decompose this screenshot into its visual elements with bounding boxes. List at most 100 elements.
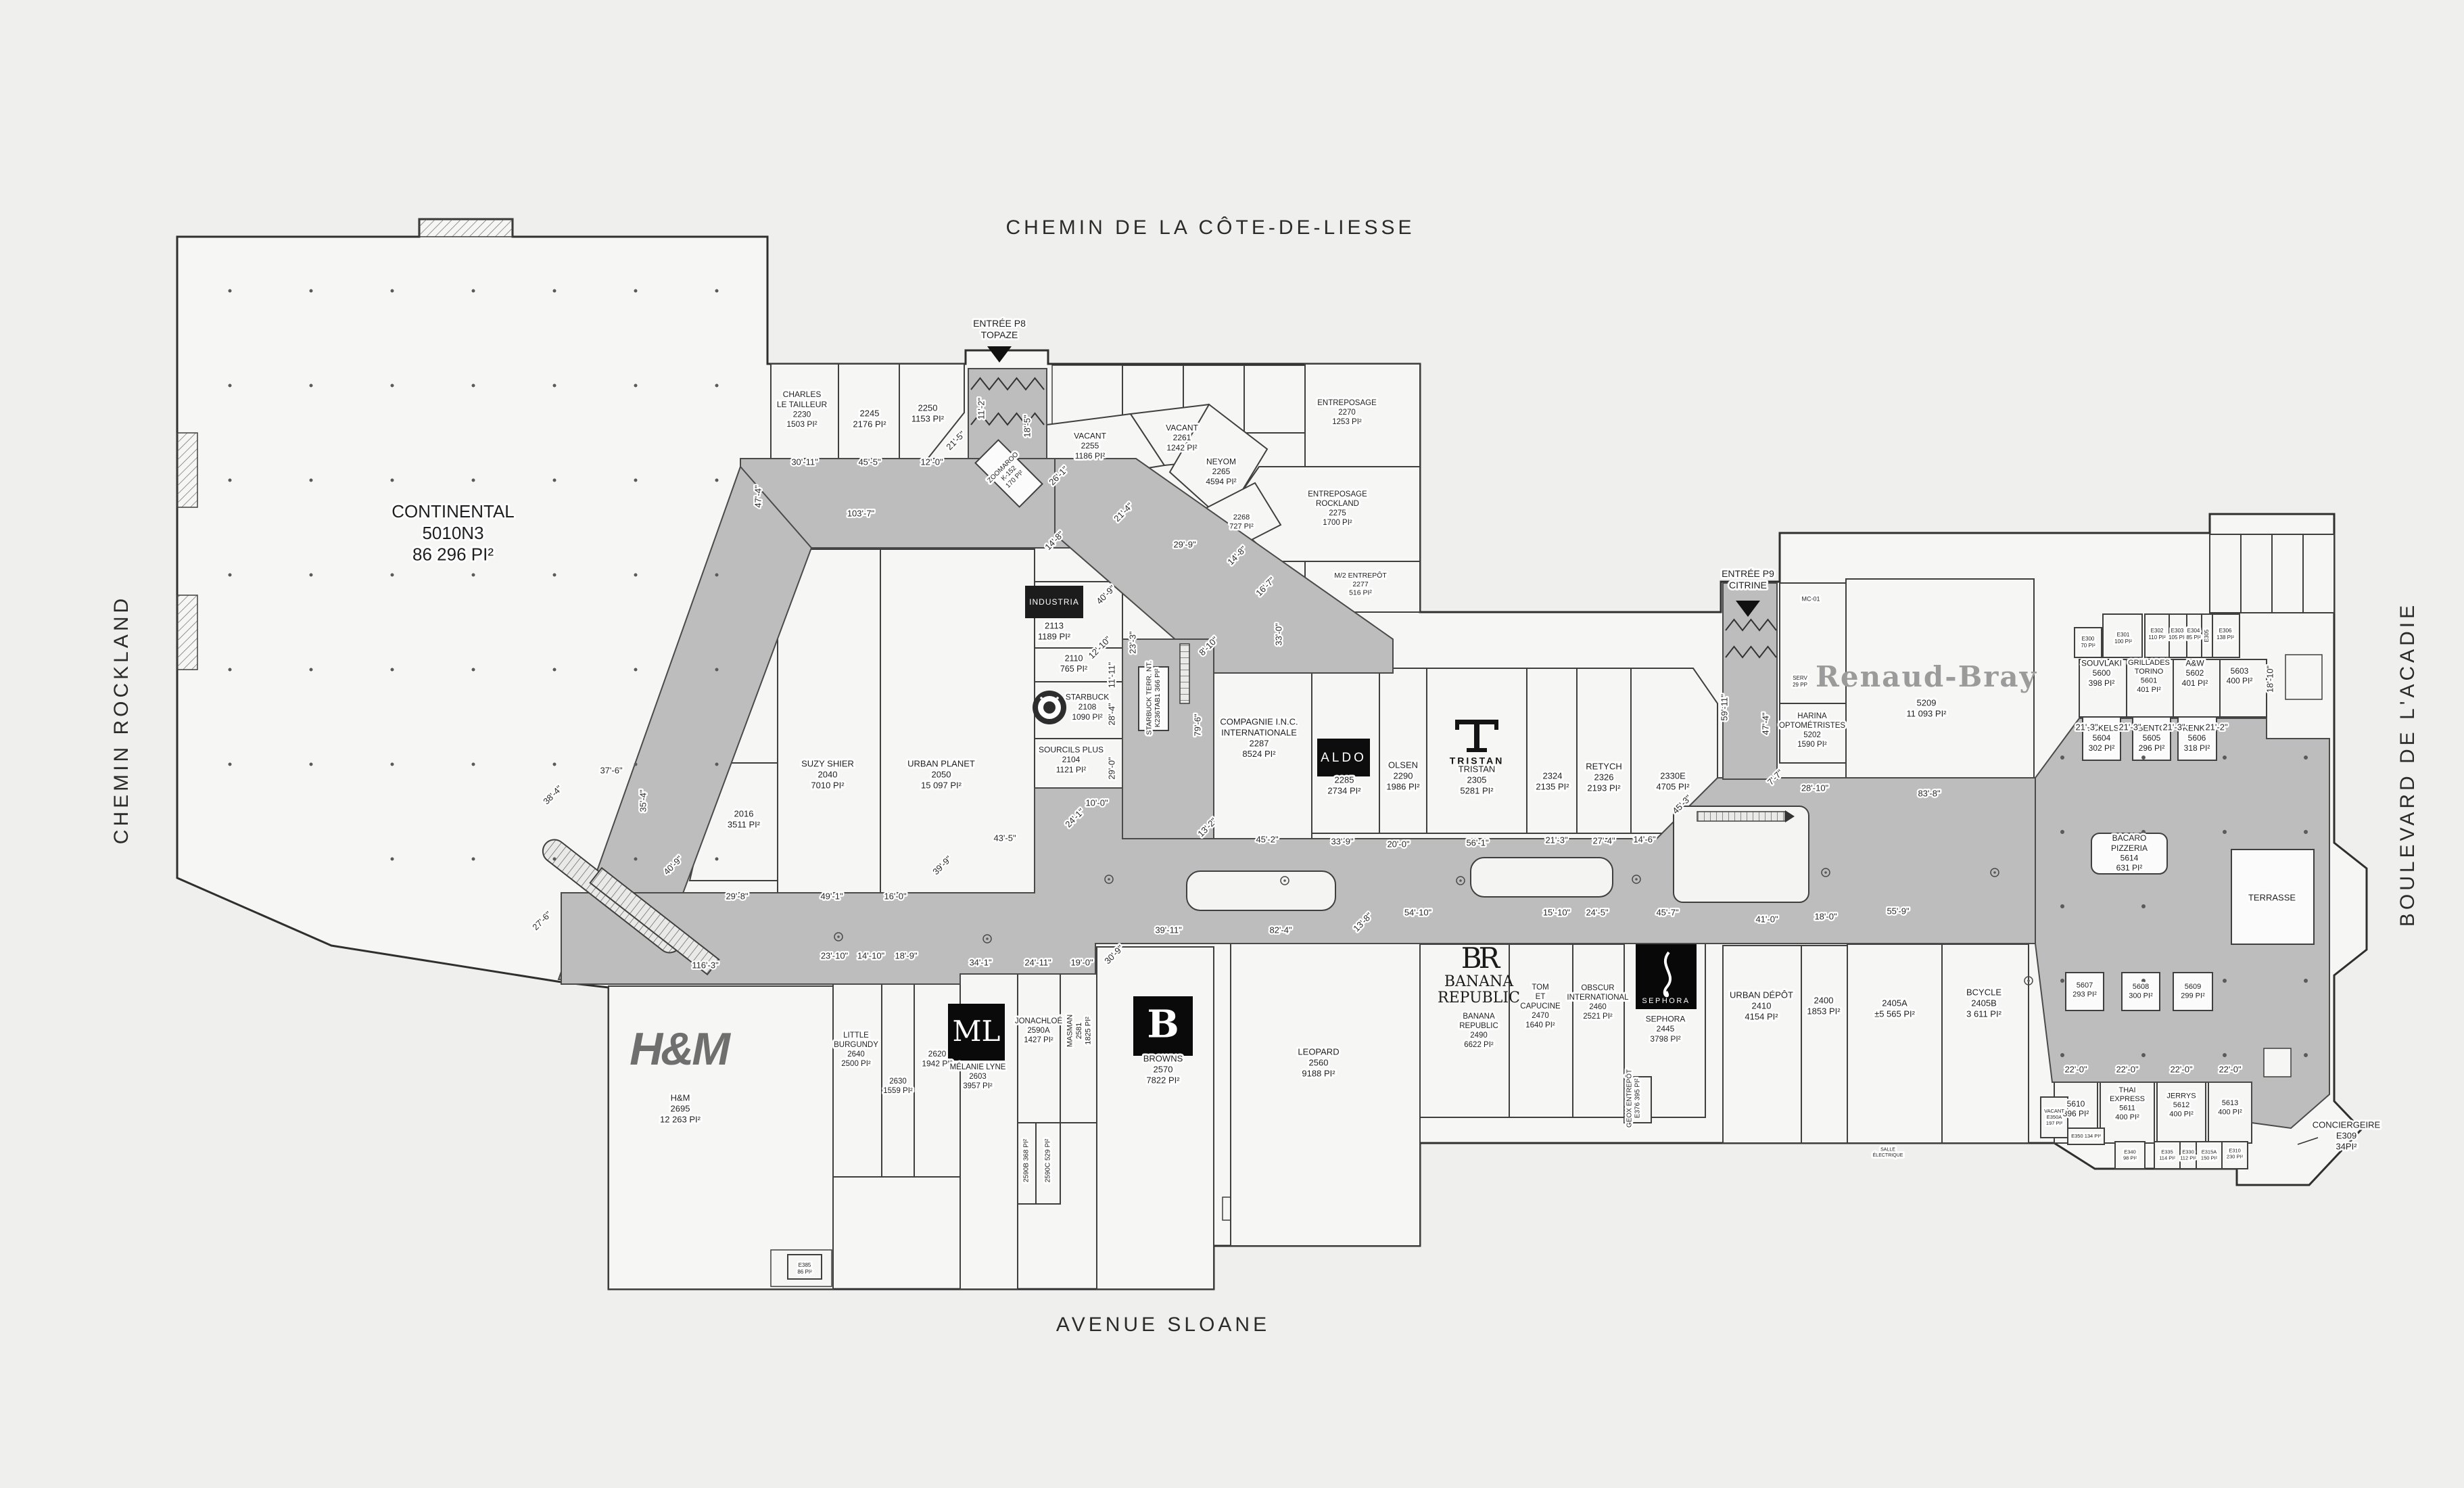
dim-82-4: 82'-4": [1268, 923, 1294, 937]
dim-18-5: 18'-5": [1020, 413, 1034, 440]
svg-text:ENTREPOSAGE: ENTREPOSAGE: [1317, 399, 1377, 407]
room-e302: [2144, 613, 2170, 658]
dim-39-11: 39'-11": [1154, 923, 1184, 937]
svg-text:2640: 2640: [847, 1050, 865, 1059]
kiosk-5609: [2173, 972, 2213, 1011]
dim-21-3b: 21'-3": [2074, 720, 2100, 734]
svg-text:296 PI²: 296 PI²: [2139, 743, 2165, 753]
room-5602: [2173, 659, 2221, 718]
room-2630: [881, 965, 915, 1178]
svg-text:INTERNATIONALE: INTERNATIONALE: [1221, 728, 1297, 738]
svg-text:2245: 2245: [860, 409, 880, 419]
svg-text:OLSEN: OLSEN: [1388, 760, 1418, 770]
svg-text:2285: 2285: [1335, 775, 1354, 785]
column-dot: [228, 383, 232, 388]
svg-text:21'-3": 21'-3": [2118, 722, 2141, 732]
svg-text:2261: 2261: [1173, 433, 1191, 442]
svg-text:BOULEVARD DE L'ACADIE: BOULEVARD DE L'ACADIE: [2396, 602, 2419, 927]
svg-text:2445: 2445: [1657, 1024, 1675, 1033]
room-e350: [2067, 1127, 2105, 1145]
dim-18-10: 18'-10": [2263, 664, 2277, 695]
dim-103-7: 103'-7": [845, 507, 876, 520]
svg-text:12 263 PI²: 12 263 PI²: [660, 1114, 701, 1124]
dim-16-0: 16'-0": [882, 889, 909, 903]
svg-text:TRISTAN: TRISTAN: [1459, 764, 1496, 774]
logo-aldo: ALDO: [1317, 739, 1370, 776]
svg-text:BANANA: BANANA: [1463, 1013, 1495, 1021]
svg-text:23'-10": 23'-10": [821, 950, 849, 960]
svg-text:5281 PI²: 5281 PI²: [1460, 785, 1494, 795]
column-dot: [228, 573, 232, 577]
room-2040: [777, 549, 881, 893]
svg-text:24'-11": 24'-11": [1024, 957, 1051, 967]
svg-text:E310: E310: [2229, 1147, 2241, 1153]
dim-20-0: 20'-0": [1385, 837, 1412, 851]
svg-text:TOM: TOM: [1532, 983, 1548, 992]
column-dot: [228, 762, 232, 766]
dim-11-11: 11'-11": [1105, 660, 1118, 690]
escalator-arrow-icon: [1785, 810, 1795, 822]
dim-23-10: 23'-10": [819, 949, 850, 962]
room-2695-hm: [608, 985, 834, 1290]
svg-text:33'-0": 33'-0": [1273, 623, 1283, 646]
svg-text:E376 395 PI²: E376 395 PI²: [1634, 1078, 1642, 1118]
tristan-logo-text: TRISTAN: [1450, 755, 1505, 766]
column-dot: [552, 857, 556, 861]
entrance-zigzag-p8: [970, 377, 1045, 391]
svg-text:55'-9": 55'-9": [1887, 906, 1910, 916]
svg-text:E350A: E350A: [2047, 1114, 2062, 1120]
column-dot: [552, 289, 556, 293]
svg-text:E330: E330: [2182, 1148, 2194, 1155]
svg-text:2135 PI²: 2135 PI²: [1536, 781, 1569, 791]
room-2250: [899, 363, 965, 459]
svg-text:29'-8": 29'-8": [726, 891, 749, 901]
svg-text:2620: 2620: [928, 1049, 947, 1059]
svg-text:22'-0": 22'-0": [2170, 1064, 2193, 1074]
logo-industria: INDUSTRIA: [1025, 586, 1083, 618]
svg-text:16'-0": 16'-0": [884, 891, 907, 901]
svg-text:OPTOMÉTRISTES: OPTOMÉTRISTES: [1779, 721, 1846, 730]
room-e385: [787, 1254, 822, 1280]
svg-text:1503 PI²: 1503 PI²: [786, 419, 817, 429]
svg-text:LITTLE: LITTLE: [843, 1031, 869, 1040]
column-dot: [634, 289, 638, 293]
room-e301: [2102, 613, 2143, 658]
svg-text:14'-6": 14'-6": [1633, 834, 1656, 844]
svg-text:5607: 5607: [2077, 981, 2093, 990]
svg-text:398 PI²: 398 PI²: [2089, 678, 2115, 688]
entrance-zigzag-p8b: [970, 412, 1045, 426]
column-dot: [2060, 830, 2064, 834]
svg-text:MC-01: MC-01: [1801, 595, 1820, 602]
svg-text:86 296 PI²: 86 296 PI²: [412, 544, 494, 565]
room-5202: [1779, 703, 1847, 764]
svg-text:K236TAB1 366 PI²: K236TAB1 366 PI²: [1154, 668, 1162, 727]
svg-text:HARINA: HARINA: [1797, 712, 1827, 720]
svg-text:5612: 5612: [2173, 1101, 2189, 1109]
svg-text:34PI²: 34PI²: [2336, 1141, 2357, 1151]
street-island-west: [1186, 870, 1336, 911]
column-marker: [982, 934, 992, 944]
stairs-northeast: [2285, 654, 2323, 700]
logo-melanie-lyne: ML: [948, 1004, 1005, 1061]
svg-text:7010 PI²: 7010 PI²: [811, 780, 845, 790]
svg-text:E304: E304: [2187, 628, 2200, 634]
